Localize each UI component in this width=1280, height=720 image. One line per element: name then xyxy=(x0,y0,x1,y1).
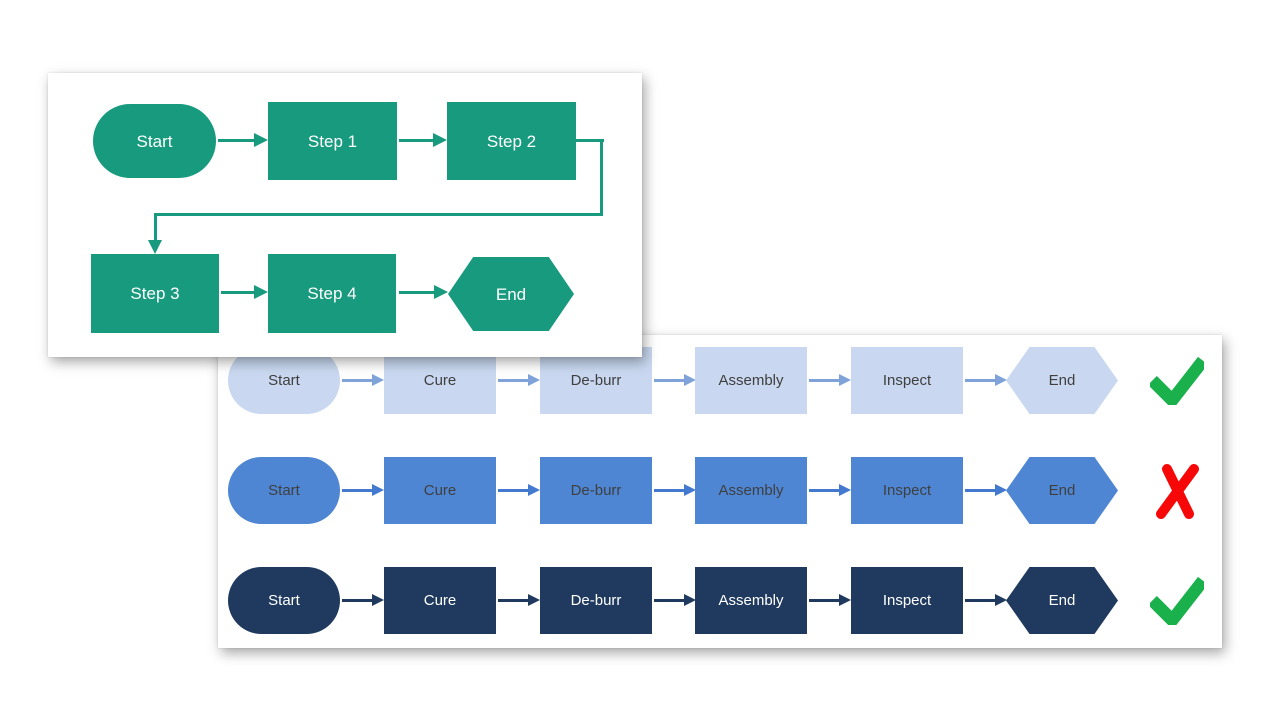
arrow-icon xyxy=(809,594,851,607)
arrow-head xyxy=(372,374,384,386)
arrow-shaft xyxy=(218,139,255,142)
arrow-icon xyxy=(342,484,384,497)
arrow-start-step1-icon xyxy=(218,133,268,148)
connector-segment xyxy=(154,213,603,216)
arrow-step4-end-icon xyxy=(399,285,448,300)
node-start: Start xyxy=(93,104,216,178)
arrow-icon xyxy=(965,594,1007,607)
arrow-icon xyxy=(498,374,540,387)
arrow-head xyxy=(528,594,540,606)
arrow-icon xyxy=(498,484,540,497)
arrow-shaft xyxy=(654,489,685,492)
node-inspect: Inspect xyxy=(851,567,963,634)
arrow-head xyxy=(372,594,384,606)
arrow-head xyxy=(254,133,268,147)
arrow-icon xyxy=(965,484,1007,497)
arrow-head xyxy=(839,594,851,606)
arrow-icon xyxy=(342,594,384,607)
arrow-shaft xyxy=(342,379,373,382)
check-icon xyxy=(1150,356,1204,405)
arrow-shaft xyxy=(498,599,529,602)
connector-arrow-head xyxy=(148,240,162,254)
node-assembly: Assembly xyxy=(695,457,807,524)
node-cure: Cure xyxy=(384,457,496,524)
process-comparison-panel: Start Cure De-burr Assembly Inspect End … xyxy=(218,335,1222,648)
node-cure: Cure xyxy=(384,347,496,414)
arrow-head xyxy=(433,133,447,147)
process-row-light: Start Cure De-burr Assembly Inspect End xyxy=(218,347,1222,414)
arrow-icon xyxy=(654,374,696,387)
node-cure: Cure xyxy=(384,567,496,634)
connector-segment xyxy=(576,139,604,142)
arrow-shaft xyxy=(809,379,840,382)
connector-segment xyxy=(600,139,603,216)
green-flowchart-panel: Start Step 1 Step 2 Step 3 Step 4 End xyxy=(48,73,642,357)
arrow-shaft xyxy=(498,379,529,382)
arrow-head xyxy=(528,374,540,386)
x-icon xyxy=(1156,463,1199,519)
node-step4: Step 4 xyxy=(268,254,396,333)
node-step2: Step 2 xyxy=(447,102,576,180)
node-deburr: De-burr xyxy=(540,567,652,634)
process-row-medium: Start Cure De-burr Assembly Inspect End xyxy=(218,457,1222,524)
node-assembly: Assembly xyxy=(695,347,807,414)
arrow-icon xyxy=(809,484,851,497)
arrow-shaft xyxy=(965,599,996,602)
arrow-shaft xyxy=(221,291,255,294)
arrow-icon xyxy=(654,484,696,497)
arrow-head xyxy=(434,285,448,299)
arrow-shaft xyxy=(654,379,685,382)
node-end: End xyxy=(1006,347,1118,414)
arrow-head xyxy=(684,484,696,496)
arrow-head xyxy=(372,484,384,496)
arrow-head xyxy=(528,484,540,496)
arrow-step1-step2-icon xyxy=(399,133,447,148)
arrow-head xyxy=(995,374,1007,386)
arrow-step3-step4-icon xyxy=(221,285,268,300)
node-end: End xyxy=(1006,457,1118,524)
arrow-icon xyxy=(809,374,851,387)
node-start: Start xyxy=(228,347,340,414)
connector-segment xyxy=(154,213,157,242)
arrow-shaft xyxy=(965,489,996,492)
check-icon xyxy=(1150,576,1204,625)
node-start: Start xyxy=(228,567,340,634)
node-end: End xyxy=(1006,567,1118,634)
arrow-shaft xyxy=(809,599,840,602)
arrow-shaft xyxy=(965,379,996,382)
arrow-head xyxy=(839,484,851,496)
arrow-icon xyxy=(498,594,540,607)
node-end: End xyxy=(448,257,574,331)
arrow-icon xyxy=(654,594,696,607)
arrow-icon xyxy=(342,374,384,387)
arrow-head xyxy=(684,374,696,386)
node-step1: Step 1 xyxy=(268,102,397,180)
node-deburr: De-burr xyxy=(540,347,652,414)
node-deburr: De-burr xyxy=(540,457,652,524)
node-inspect: Inspect xyxy=(851,347,963,414)
node-start: Start xyxy=(228,457,340,524)
arrow-head xyxy=(684,594,696,606)
arrow-shaft xyxy=(399,139,434,142)
arrow-icon xyxy=(965,374,1007,387)
node-inspect: Inspect xyxy=(851,457,963,524)
node-assembly: Assembly xyxy=(695,567,807,634)
process-row-dark: Start Cure De-burr Assembly Inspect End xyxy=(218,567,1222,634)
verdict-mark xyxy=(1148,347,1206,414)
arrow-shaft xyxy=(654,599,685,602)
node-step3: Step 3 xyxy=(91,254,219,333)
arrow-head xyxy=(839,374,851,386)
arrow-shaft xyxy=(498,489,529,492)
arrow-head xyxy=(254,285,268,299)
verdict-mark xyxy=(1148,567,1206,634)
arrow-shaft xyxy=(342,599,373,602)
arrow-head xyxy=(995,484,1007,496)
arrow-shaft xyxy=(399,291,435,294)
arrow-head xyxy=(995,594,1007,606)
arrow-shaft xyxy=(809,489,840,492)
arrow-shaft xyxy=(342,489,373,492)
verdict-mark xyxy=(1148,457,1206,524)
